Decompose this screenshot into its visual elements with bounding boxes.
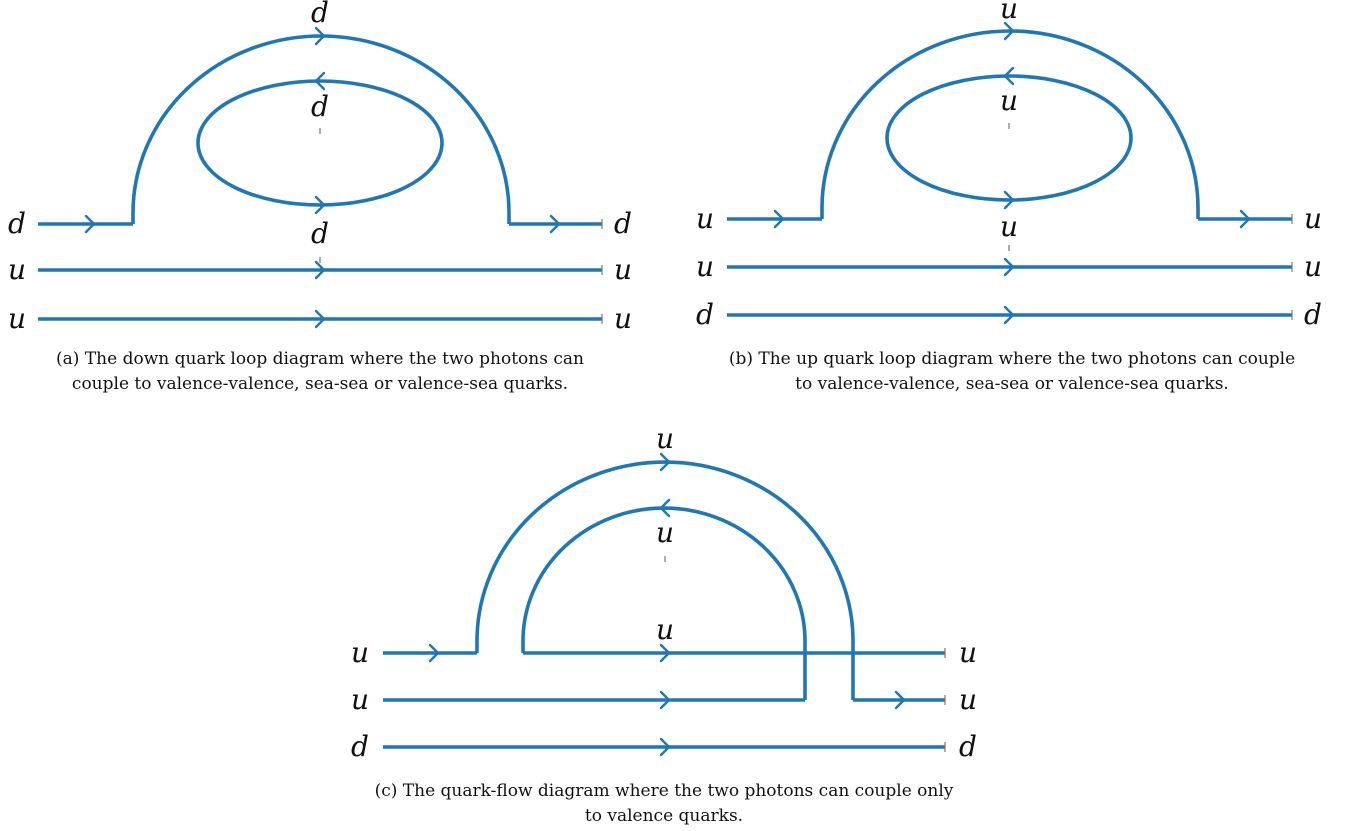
- panel-c-arrow-out-mid: [894, 690, 906, 710]
- panel-b-arrow-arc-top: [1003, 21, 1015, 41]
- panel-b-label-arc-top: u: [1000, 0, 1018, 25]
- panel-a-arrow-arc-top: [314, 26, 326, 46]
- panel-a-label-in-mid: u: [8, 253, 26, 286]
- panel-c-arrow-bot: [659, 737, 671, 757]
- panel-c-label-outer-arc: u: [656, 422, 674, 455]
- panel-b-label-out-top: u: [1304, 202, 1322, 235]
- panel-c-arrow-mid-line: [659, 690, 671, 710]
- panel-b-caption-line2: to valence-valence, sea-sea or valence-s…: [795, 374, 1229, 394]
- panel-b-loop: [885, 74, 1133, 202]
- panel-b-arrow-out-top: [1239, 209, 1251, 229]
- panel-a-outer-arc: [131, 34, 511, 224]
- panel-a-arrow-loop-bottom: [314, 195, 326, 215]
- panel-b-label-loop-bottom: u: [1000, 210, 1018, 243]
- panel-b-outer-arc: [820, 29, 1200, 219]
- panel-a-arrow-loop-top: [314, 71, 326, 91]
- panel-a-label-out-bot: u: [614, 302, 632, 335]
- panel-b-arrow-bot: [1003, 305, 1015, 325]
- panel-b-label-in-mid: u: [696, 250, 714, 283]
- panel-a-label-out-top: d: [614, 207, 632, 240]
- panel-a-loop: [196, 79, 444, 207]
- panel-a: d u u d u u d d d (a) The down quark loo…: [8, 0, 632, 394]
- panel-b: u u d u u d u u u (b) The up quark loop …: [696, 0, 1322, 394]
- panel-a-caption-line2: couple to valence-valence, sea-sea or va…: [72, 374, 568, 394]
- panel-c: u u d u u d u u u (c) The quark-flow dia…: [351, 422, 977, 826]
- panel-c-label-in-bot: d: [351, 730, 369, 763]
- panel-a-arrow-bot: [314, 309, 326, 329]
- panel-c-arrow-outer-arc: [659, 452, 671, 472]
- panel-c-caption-line1: (c) The quark-flow diagram where the two…: [375, 781, 954, 801]
- panel-c-caption-line2: to valence quarks.: [585, 806, 743, 826]
- panel-a-label-in-top: d: [8, 207, 26, 240]
- panel-c-label-inner-arc: u: [656, 516, 674, 549]
- panel-b-label-out-mid: u: [1304, 250, 1322, 283]
- panel-a-arrow-in-top: [84, 214, 96, 234]
- panel-b-label-loop-top: u: [1000, 84, 1018, 117]
- panel-a-label-in-bot: u: [8, 302, 26, 335]
- panel-c-outer-arc: [475, 460, 855, 700]
- panel-b-arrow-loop-top: [1003, 66, 1015, 86]
- panel-c-inner-arc: [521, 506, 807, 700]
- panel-c-label-out-mid: u: [959, 683, 977, 716]
- panel-a-label-loop-top: d: [311, 90, 329, 123]
- panel-c-arrow-top-line: [659, 643, 671, 663]
- panel-c-label-out-top: u: [959, 636, 977, 669]
- panel-a-label-loop-bottom: d: [311, 217, 329, 250]
- panel-c-arrow-in-top: [428, 643, 440, 663]
- panel-c-label-out-bot: d: [959, 730, 977, 763]
- panel-c-label-in-mid: u: [351, 683, 369, 716]
- panel-a-arrow-mid: [314, 260, 326, 280]
- panel-b-label-in-bot: d: [696, 298, 714, 331]
- panel-b-arrow-loop-bottom: [1003, 190, 1015, 210]
- panel-b-arrow-in-top: [773, 209, 785, 229]
- panel-c-label-line-mid: u: [656, 613, 674, 646]
- panel-b-label-in-top: u: [696, 202, 714, 235]
- panel-a-caption-line1: (a) The down quark loop diagram where th…: [56, 349, 584, 369]
- panel-b-caption-line1: (b) The up quark loop diagram where the …: [729, 349, 1295, 369]
- panel-a-label-out-mid: u: [614, 253, 632, 286]
- panel-b-arrow-mid: [1003, 257, 1015, 277]
- panel-a-arrow-out-top: [549, 214, 561, 234]
- panel-a-label-arc-top: d: [311, 0, 329, 29]
- panel-b-label-out-bot: d: [1304, 298, 1322, 331]
- panel-c-label-in-top: u: [351, 636, 369, 669]
- panel-c-arrow-inner-arc: [659, 498, 671, 518]
